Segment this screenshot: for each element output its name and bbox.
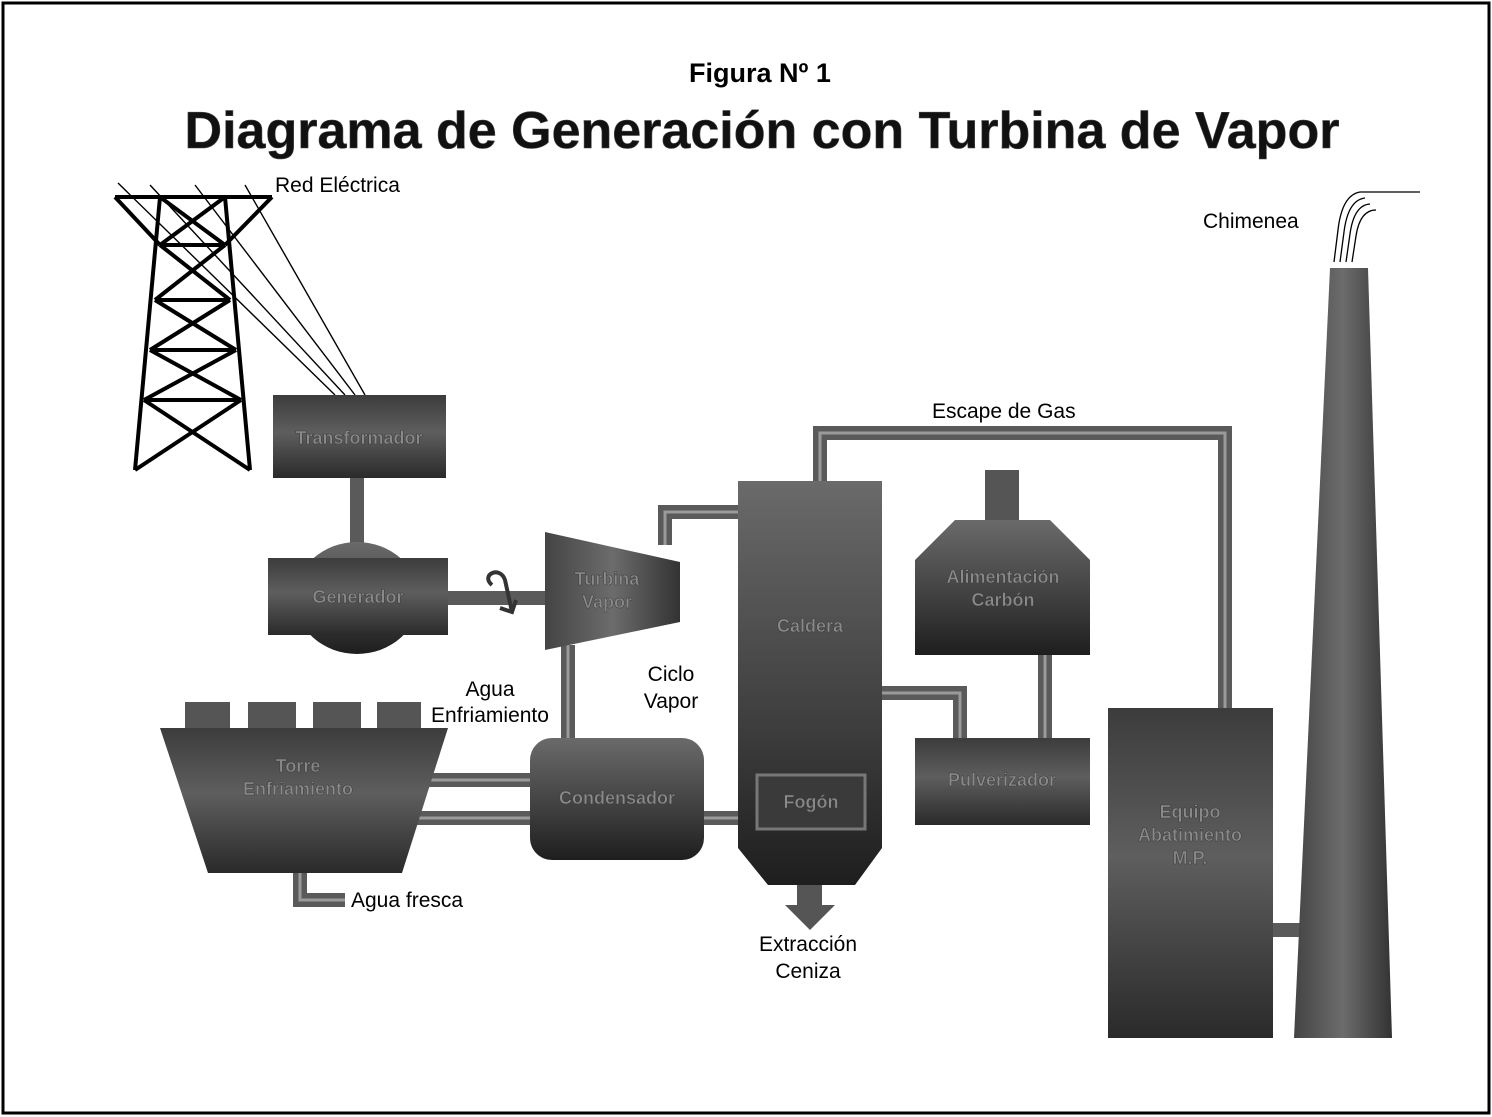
- label-escape-gas: Escape de Gas: [932, 400, 1076, 423]
- transformer: Transformador: [273, 395, 446, 478]
- cooling-tower: Torre Enfriamiento: [160, 702, 448, 873]
- cooling-tower-label-1: Torre: [276, 756, 321, 776]
- smoke-icon: [1333, 191, 1420, 263]
- label-ciclo-vapor-1: Ciclo: [648, 663, 695, 686]
- label-extraccion-ceniza-1: Extracción: [759, 933, 857, 956]
- coal-feed: Alimentación Carbón: [915, 470, 1090, 655]
- power-lines: [117, 182, 366, 396]
- label-agua-enfriamiento-2: Enfriamiento: [431, 704, 549, 727]
- pulverizer: Pulverizador: [915, 738, 1090, 825]
- boiler: Caldera Fogón: [738, 481, 882, 885]
- condenser: Condensador: [530, 738, 704, 860]
- label-ciclo-vapor-2: Vapor: [644, 690, 698, 713]
- label-extraccion-ceniza-2: Ceniza: [775, 960, 841, 983]
- label-agua-fresca: Agua fresca: [351, 889, 463, 912]
- cooling-tower-label-2: Enfriamiento: [243, 779, 353, 799]
- abatement-equipment: Equipo Abatimiento M.P.: [1108, 708, 1273, 1038]
- condenser-label: Condensador: [559, 788, 675, 808]
- coal-feed-label-1: Alimentación: [946, 567, 1059, 587]
- coal-feed-label-2: Carbón: [972, 590, 1035, 610]
- ash-extraction-arrow-icon: [785, 885, 835, 930]
- transmission-tower-icon: [113, 195, 274, 472]
- transformer-label: Transformador: [295, 428, 422, 448]
- generator-label: Generador: [312, 587, 403, 607]
- abatement-label-1: Equipo: [1160, 802, 1221, 822]
- firebox-label: Fogón: [784, 792, 839, 812]
- steam-turbine: Turbina Vapor: [545, 532, 680, 650]
- firebox: [755, 773, 867, 831]
- figure-number: Figura Nº 1: [689, 58, 831, 88]
- label-red-electrica: Red Eléctrica: [275, 174, 400, 197]
- boiler-label: Caldera: [777, 616, 844, 636]
- chimney: [1294, 268, 1392, 1038]
- turbine-label-1: Turbina: [575, 569, 641, 589]
- generator: Generador: [268, 542, 448, 654]
- diagram-title: Diagrama de Generación con Turbina de Va…: [185, 102, 1340, 160]
- rotation-arrow-icon: [486, 570, 518, 615]
- label-agua-enfriamiento-1: Agua: [465, 678, 514, 701]
- pulverizer-label: Pulverizador: [948, 770, 1056, 790]
- label-chimenea: Chimenea: [1203, 210, 1299, 233]
- abatement-label-3: M.P.: [1173, 848, 1208, 868]
- pipes: [293, 426, 1300, 937]
- turbine-label-2: Vapor: [582, 592, 632, 612]
- abatement-label-2: Abatimiento: [1138, 825, 1242, 845]
